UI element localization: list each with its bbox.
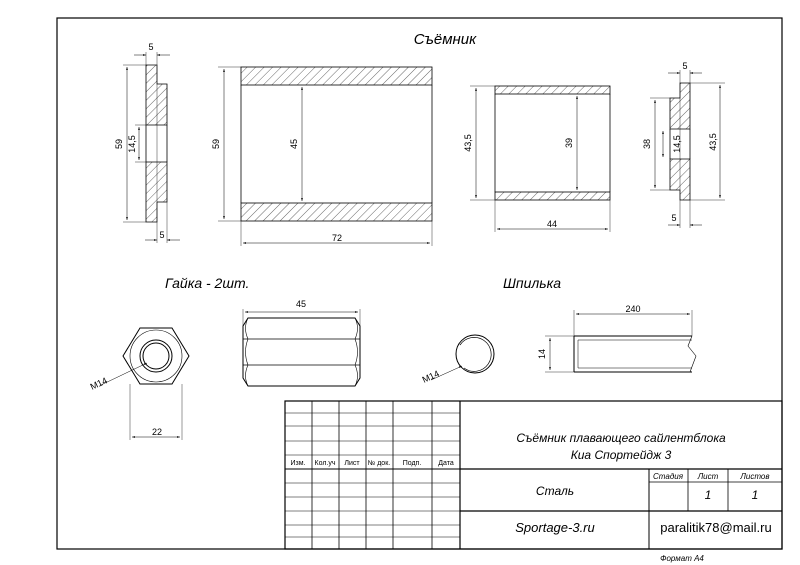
stud-section-label: Шпилька	[503, 275, 561, 291]
dim-ring2-outer: 43,5	[708, 133, 718, 151]
tb-sheets-label: Листов	[739, 472, 769, 481]
tb-header-izm: Изм.	[291, 460, 306, 467]
format-label: Формат А4	[660, 554, 704, 563]
dim-ring2-bottom: 5	[671, 213, 676, 223]
dim-ring1-bore: 14,5	[127, 135, 137, 153]
dim-pipe-inner: 45	[289, 139, 299, 149]
dim-ring1-top: 5	[148, 42, 153, 52]
dim-ring1-bottom: 5	[159, 230, 164, 240]
dim-nut-length: 45	[296, 299, 306, 309]
dim-sleeve-length: 44	[547, 219, 557, 229]
dim-stud-length: 240	[625, 304, 640, 314]
tb-email: paralitik78@mail.ru	[660, 520, 771, 535]
tb-header-doc: № док.	[368, 460, 390, 467]
drawing-title: Съёмник	[414, 31, 477, 48]
tb-stage-label: Стадия	[653, 472, 684, 481]
dim-sleeve-inner: 39	[564, 138, 574, 148]
nut-front-view	[100, 327, 190, 440]
tb-sheets-value: 1	[752, 488, 759, 502]
tb-material: Сталь	[536, 484, 574, 498]
nut-side-view	[242, 309, 361, 387]
dim-pipe-height: 59	[211, 139, 221, 149]
pipe-part	[218, 66, 433, 246]
tb-header-sign: Подп.	[403, 460, 422, 467]
tb-site: Sportage-3.ru	[515, 520, 595, 535]
dim-nut-across-flats: 22	[152, 427, 162, 437]
sleeve-part	[470, 85, 611, 232]
dim-stud-thread: M14	[421, 368, 441, 384]
stud-side-view	[545, 310, 697, 373]
tb-drawing-name-line2: Киа Спортейдж 3	[571, 448, 672, 462]
dim-pipe-length: 72	[332, 233, 342, 243]
dim-ring1-height: 59	[114, 139, 124, 149]
dim-ring2-bore: 14,5	[672, 135, 682, 153]
title-block	[284, 400, 783, 550]
tb-header-kol: Кол.уч	[315, 460, 336, 467]
dim-ring2-step: 38	[642, 139, 652, 149]
dim-nut-thread: M14	[89, 375, 109, 391]
tb-sheet-value: 1	[705, 488, 712, 502]
tb-sheet-label: Лист	[697, 472, 719, 481]
dim-stud-diameter: 14	[537, 349, 547, 359]
tb-header-date: Дата	[438, 460, 454, 467]
ring-part-right	[650, 70, 725, 228]
dim-sleeve-height: 43,5	[463, 134, 473, 152]
dim-ring2-top: 5	[682, 61, 687, 71]
nut-section-label: Гайка - 2шт.	[165, 275, 249, 291]
tb-drawing-name-line1: Съёмник плавающего сайлентблока	[516, 431, 726, 445]
stud-end-view	[430, 334, 495, 381]
tb-header-list: Лист	[344, 460, 360, 467]
ring-part-left	[123, 52, 180, 243]
